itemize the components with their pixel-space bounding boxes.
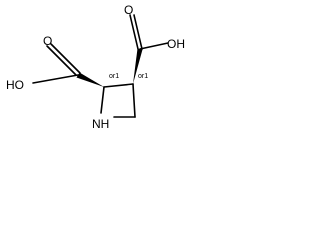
bond-c3-c4 (132, 83, 136, 118)
bond-c2-c3 (103, 83, 134, 88)
double-bond-right-co-a (129, 14, 139, 50)
atom-oh-left: HO (6, 78, 24, 92)
atom-o-right: O (124, 3, 133, 17)
bond-right-c-oh (139, 42, 169, 50)
double-bond-left-co-b (50, 43, 81, 74)
wedge-bond-c2-carboxyl (76, 72, 104, 87)
atom-o-left: O (43, 34, 52, 48)
atom-nh: NH (92, 117, 109, 131)
double-bond-left-co-a (46, 45, 77, 76)
atom-oh-right: OH (167, 37, 185, 51)
wedge-bond-c3-carboxyl (133, 48, 143, 84)
double-bond-right-co-b (133, 14, 143, 50)
stereo-label-c3: or1 (138, 73, 148, 80)
bond-n1-c2 (100, 86, 105, 114)
stereo-label-c2: or1 (109, 73, 119, 80)
bond-left-c-oh (32, 74, 79, 84)
chemical-structure: O OH O HO NH or1 or1 (6, 3, 185, 131)
